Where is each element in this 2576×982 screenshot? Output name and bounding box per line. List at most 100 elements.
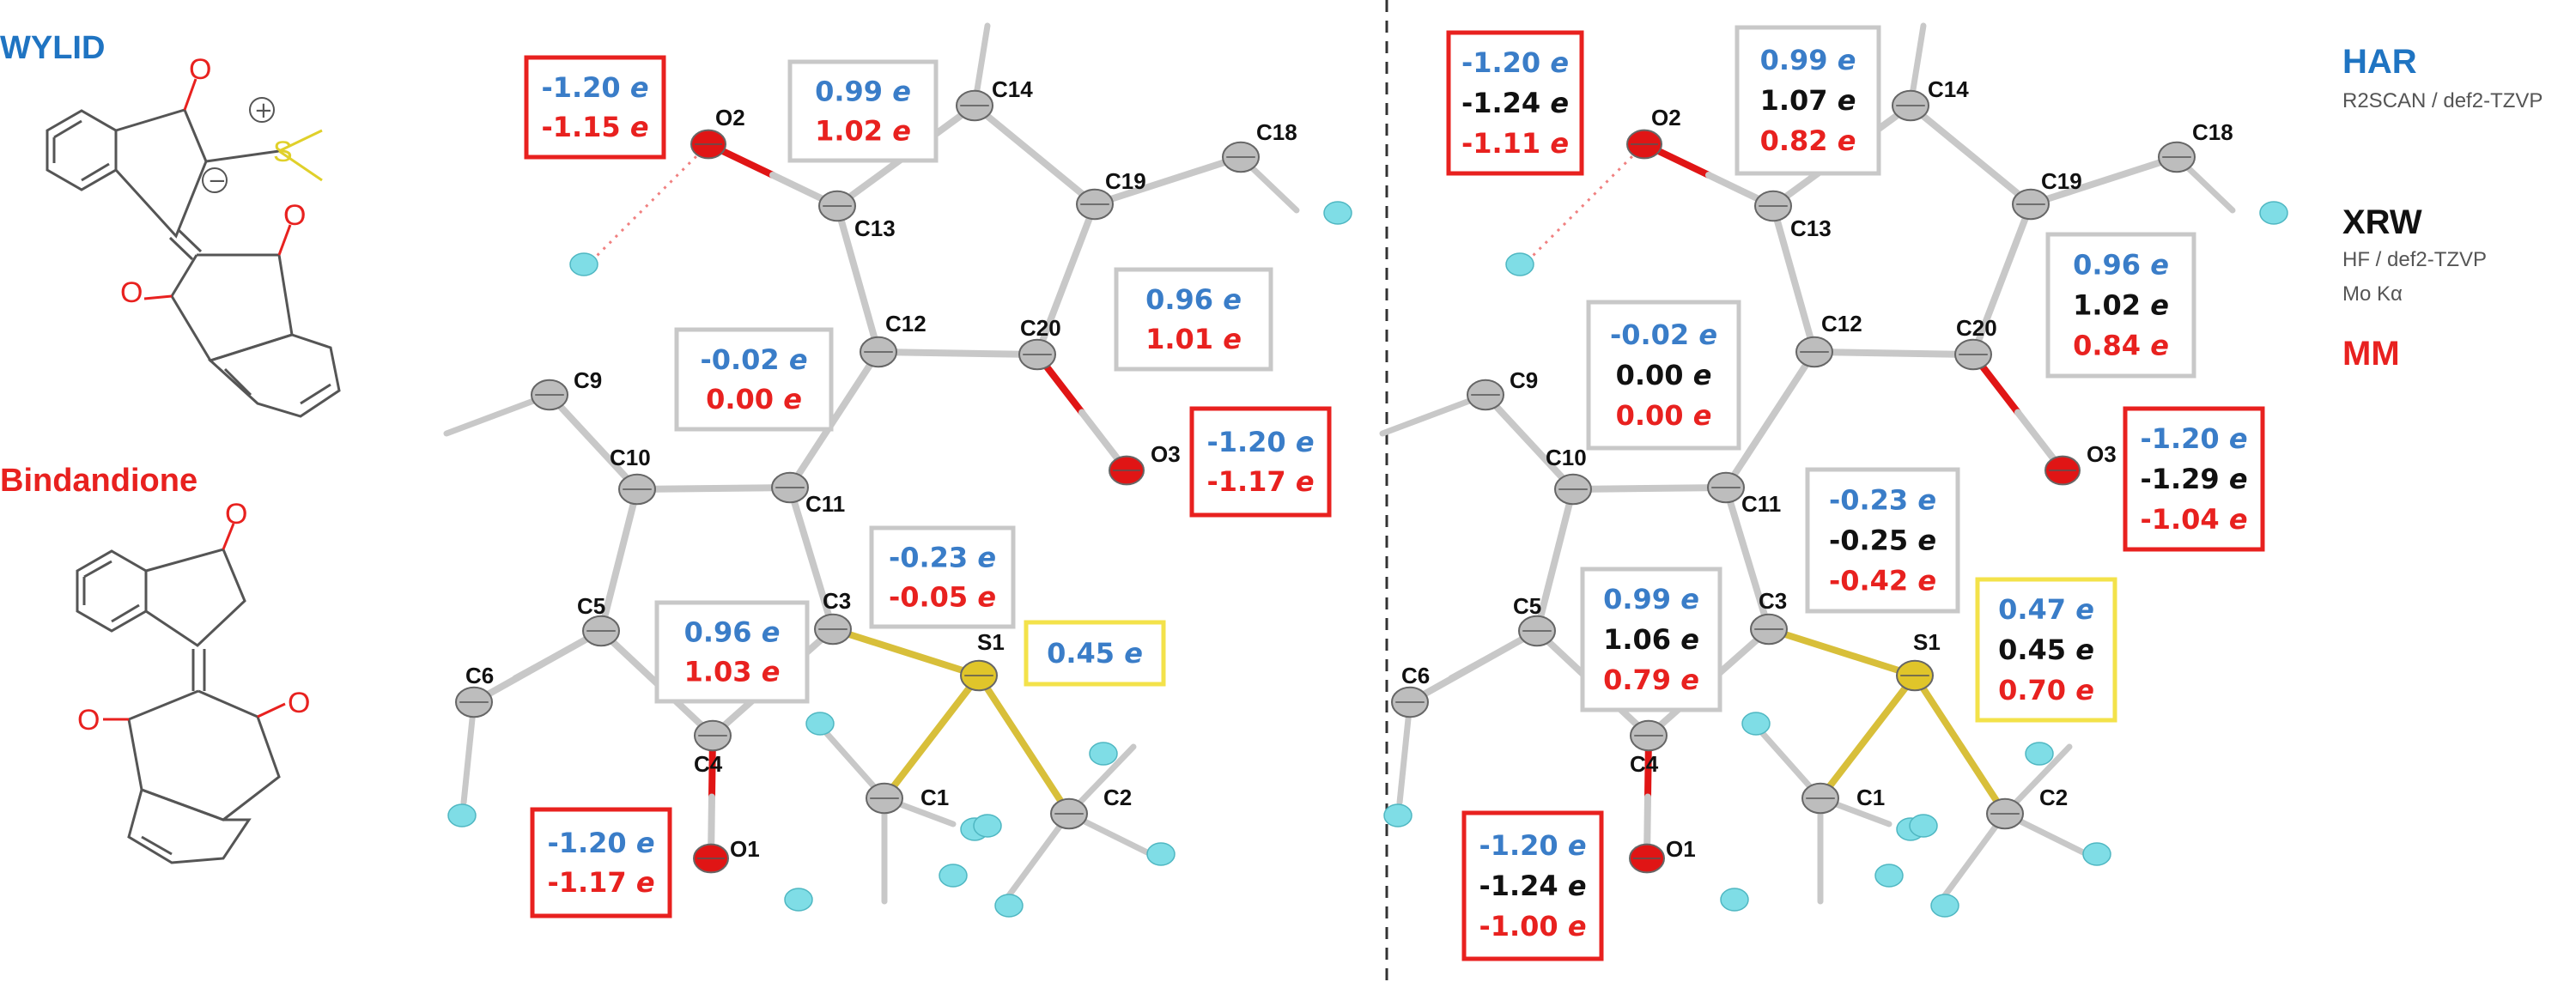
left-bond-C5-C6 — [471, 627, 605, 706]
right-charge-box-c11: -0.02 e0.00 e0.00 e — [1586, 300, 1741, 451]
left-atom-label-o2: O2 — [715, 105, 745, 130]
right-hydrogen-atom — [2259, 201, 2288, 225]
left-mm-charge-c20: 1.01 e — [1145, 323, 1242, 355]
right-bonds — [1379, 22, 2236, 905]
right-charge-box-o2: -1.20 e-1.24 e-1.11 e — [1446, 30, 1584, 176]
right-xrw-charge-s1: 0.45 e — [1998, 633, 2094, 666]
right-atom-label-c14: C14 — [1928, 76, 1969, 102]
right-atom-label-c2: C2 — [2039, 785, 2068, 810]
right-mm-charge-c20: 0.84 e — [2073, 330, 2169, 362]
right-xrw-charge-c3: -0.25 e — [1829, 524, 1936, 557]
left-hydrogen-atom — [973, 814, 1002, 838]
left-hydrogen-atom — [805, 712, 835, 736]
legend-mm-title: MM — [2342, 335, 2400, 373]
right-bond-C14-C19 — [1907, 102, 2034, 208]
left-charge-box-c3: -0.23 e-0.05 e — [869, 525, 1016, 629]
left-charge-box-frame-c20 — [1114, 267, 1273, 372]
left-bond-C12-C20 — [875, 349, 1041, 358]
right-charge-box-o1: -1.20 e -1.24 e -1.00 e — [1461, 810, 1604, 961]
right-bond-C12-C11 — [1722, 349, 1818, 491]
right-stub-bond — [1396, 699, 1413, 806]
left-bond-S1-C2 — [975, 672, 1072, 817]
left-har-charge-o1: -1.20 e — [547, 827, 654, 859]
left-bond-C19-C18 — [1091, 154, 1244, 208]
left-atom-label-c18: C18 — [1256, 119, 1297, 145]
left-hydrogen-atom — [447, 803, 477, 827]
left-har-charge-c13: 0.99 e — [815, 76, 911, 108]
left-atom-label-c12: C12 — [885, 311, 927, 336]
right-atom-label-c3: C3 — [1759, 588, 1787, 614]
left-charge-box-frame-o1 — [530, 807, 672, 918]
right-har-charge-c13: 0.99 e — [1760, 44, 1856, 76]
left-har-charge-c20: 0.96 e — [1145, 283, 1242, 316]
right-stub-bond — [1937, 810, 2008, 905]
left-atom-label-s1: S1 — [977, 629, 1005, 655]
right-charge-box-frame-c20 — [2045, 232, 2196, 379]
right-mm-charge-o3: -1.04 e — [2140, 503, 2247, 536]
left-hydrogen-atom — [569, 252, 598, 276]
right-atom-label-c19: C19 — [2041, 168, 2082, 194]
right-bond-C5-C6 — [1406, 627, 1540, 706]
left-charge-box-frame-c3 — [869, 525, 1016, 629]
left-hydrogen-atom — [1089, 742, 1118, 766]
left-atom-label-c4: C4 — [694, 751, 723, 777]
left-bond-C12-C11 — [787, 349, 882, 491]
right-charge-box-c3: -0.23 e -0.25 e -0.42 e — [1805, 467, 1960, 614]
wylid-s-label: S — [273, 136, 293, 168]
right-bond-C10-C9 — [1482, 391, 1577, 493]
left-hydrogen-atom — [939, 864, 968, 888]
left-bond-C13-C12 — [834, 203, 882, 355]
left-atom-label-c13: C13 — [854, 215, 896, 241]
right-hydrogen-atom — [1505, 252, 1534, 276]
right-hydrogen-atom — [2082, 842, 2111, 866]
right-charge-box-c13: 0.99 e1.07 e0.82 e — [1735, 25, 1881, 176]
right-charge-box-c4: 0.99 e1.06 e0.79 e — [1580, 567, 1722, 712]
right-mm-charge-s1: 0.70 e — [1998, 674, 2094, 706]
right-har-charge-o1: -1.20 e — [1479, 829, 1586, 862]
right-mm-charge-o1: -1.00 e — [1479, 910, 1586, 943]
right-charge-box-frame-o1 — [1461, 810, 1604, 961]
right-har-charge-c20: 0.96 e — [2073, 249, 2169, 282]
left-stub-bond — [1001, 810, 1072, 905]
bindandione-o-label-2: O — [77, 704, 100, 736]
left-hydrogen-atom — [784, 888, 813, 912]
right-xrw-charge-c13: 1.07 e — [1760, 84, 1856, 117]
left-hydrogen-bond — [589, 142, 710, 264]
left-atom-label-c1: C1 — [920, 785, 949, 810]
left-charge-box-frame-c11 — [674, 327, 834, 432]
left-atom-label-c5: C5 — [577, 593, 605, 619]
positive-charge-sign: + — [254, 98, 273, 124]
right-mm-charge-c4: 0.79 e — [1603, 664, 1699, 696]
left-charge-box-o3: -1.20 e-1.17 e — [1189, 406, 1332, 518]
left-mm-charge-c13: 1.02 e — [815, 115, 911, 148]
right-har-charge-c3: -0.23 e — [1829, 484, 1936, 517]
right-mm-charge-c11: 0.00 e — [1616, 399, 1712, 432]
left-har-charge-o2: -1.20 e — [541, 71, 648, 104]
left-har-charge-s1: 0.45 e — [1047, 637, 1143, 670]
left-atom-label-c9: C9 — [574, 367, 602, 393]
positive-charge-icon — [249, 97, 275, 123]
right-charge-box-c20: 0.96 e1.02 e0.84 e — [2045, 232, 2196, 379]
left-mm-charge-o1: -1.17 e — [547, 866, 654, 899]
left-bond-C10-C9 — [546, 391, 641, 493]
right-charge-box-frame-o3 — [2123, 406, 2265, 552]
left-mm-charge-o2: -1.15 e — [541, 111, 648, 143]
left-charge-box-c11: -0.02 e0.00 e — [674, 327, 834, 432]
negative-charge-icon — [202, 167, 228, 193]
left-charge-box-frame-o3 — [1189, 406, 1332, 518]
left-atom-label-o3: O3 — [1151, 441, 1181, 467]
left-charge-box-frame-o2 — [524, 55, 666, 160]
right-atom-label-o2: O2 — [1651, 105, 1681, 130]
right-xrw-charge-o1: -1.24 e — [1479, 870, 1586, 902]
right-atom-label-c6: C6 — [1401, 663, 1430, 688]
negative-charge-sign: − — [208, 168, 227, 194]
left-charge-box-s1: 0.45 e — [1024, 620, 1166, 687]
left-atom-label-c6: C6 — [465, 663, 494, 688]
right-mm-charge-c3: -0.42 e — [1829, 565, 1936, 597]
right-hydrogen-bond — [1525, 142, 1646, 264]
left-charge-box-c13: 0.99 e 1.02 e — [787, 59, 939, 163]
left-atom-label-o1: O1 — [730, 836, 760, 862]
left-atom-label-c19: C19 — [1105, 168, 1146, 194]
right-hydrogen-atom — [1909, 814, 1938, 838]
